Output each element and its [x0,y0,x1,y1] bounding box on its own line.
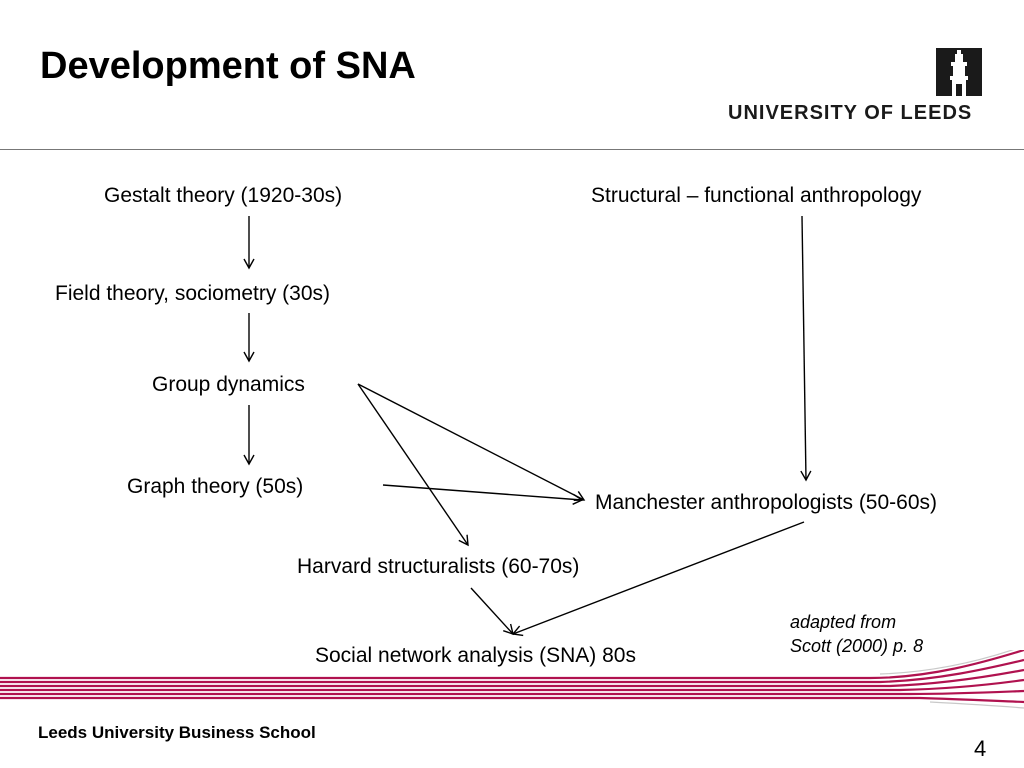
node-structural-functional-anthropology: Structural – functional anthropology [591,184,922,207]
university-logo-icon [936,48,982,96]
arrow-manchester-to-sna [511,521,805,637]
node-harvard-structuralists: Harvard structuralists (60-70s) [297,555,580,578]
arrow-group-to-harvard [357,383,469,547]
node-social-network-analysis: Social network analysis (SNA) 80s [315,644,636,667]
arrow-structural-to-manchester [800,215,812,482]
university-logo-text: UNIVERSITY OF LEEDS [728,102,973,124]
source-note-line1: adapted from [790,612,897,632]
header-divider [0,149,1024,150]
arrow-graph-to-manchester [382,484,584,505]
node-group-dynamics: Group dynamics [152,373,305,396]
source-note: adapted from Scott (2000) p. 8 [790,610,923,658]
footer-school-name: Leeds University Business School [38,723,316,742]
node-graph-theory: Graph theory (50s) [127,475,304,498]
source-note-line2: Scott (2000) p. 8 [790,636,924,656]
node-field-theory: Field theory, sociometry (30s) [55,282,331,305]
page-number: 4 [974,736,987,761]
slide-title: Development of SNA [40,45,416,87]
footer-decoration [0,650,1024,709]
node-gestalt-theory: Gestalt theory (1920-30s) [104,184,343,207]
node-manchester-anthropologists: Manchester anthropologists (50-60s) [595,491,938,514]
arrow-group-to-manchester [357,383,586,502]
arrow-harvard-to-sna [470,587,514,636]
